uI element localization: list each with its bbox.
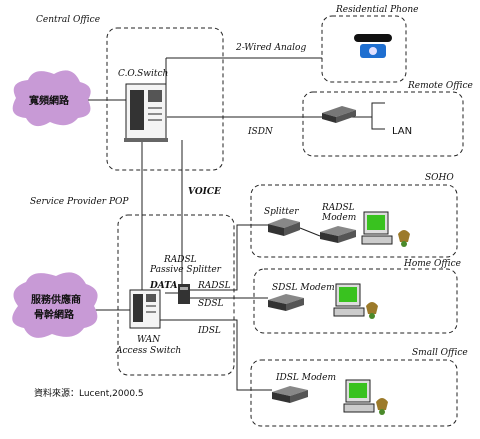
home-office-computer-icon xyxy=(333,283,365,317)
broadband-network-cloud: 寬頻網路 xyxy=(12,70,91,127)
central-office-box xyxy=(106,27,224,171)
service-provider-pop-label: Service Provider POP xyxy=(30,197,129,207)
wan-label-line1: WAN xyxy=(137,335,161,345)
idsl-modem-icon xyxy=(272,386,308,403)
passive-splitter-icon xyxy=(178,284,190,304)
soho-computer-icon xyxy=(361,211,393,245)
radsl-passive-label-line1: RADSL xyxy=(163,255,197,265)
small-office-computer-icon xyxy=(343,379,375,413)
home-office-phone-icon xyxy=(366,302,378,319)
voice-label: VOICE xyxy=(188,187,221,197)
small-office-box xyxy=(250,359,458,427)
residential-phone-box xyxy=(321,15,407,83)
idsl-line xyxy=(160,319,272,391)
radsl-line-label: RADSL xyxy=(197,281,231,291)
telephone-icon xyxy=(354,34,392,58)
sdsl-modem-label: SDSL Modem xyxy=(272,283,335,293)
data-label: DATA xyxy=(149,281,178,291)
idsl-modem-label: IDSL Modem xyxy=(275,373,336,383)
home-office-box xyxy=(253,268,458,334)
soho-label: SOHO xyxy=(425,173,454,183)
lan-label: LAN xyxy=(392,126,412,137)
backbone-label-line2: 骨幹網路 xyxy=(34,308,75,321)
radsl-passive-label-line2: Passive Splitter xyxy=(149,265,222,275)
home-office-label: Home Office xyxy=(403,259,461,269)
service-provider-backbone-cloud: 服務供應商 骨幹網路 xyxy=(12,272,98,338)
idsl-line-label: IDSL xyxy=(197,326,221,336)
radsl-line xyxy=(190,224,268,291)
isdn-label: ISDN xyxy=(247,127,274,137)
small-office-label: Small Office xyxy=(412,348,468,358)
radsl-modem-label-line2: Modem xyxy=(321,213,356,223)
backbone-label-line1: 服務供應商 xyxy=(31,293,81,306)
radsl-modem-label-line1: RADSL xyxy=(321,203,355,213)
source-caption: 資料來源：Lucent,2000.5 xyxy=(34,387,144,399)
small-office-phone-icon xyxy=(376,398,388,415)
wan-access-switch-icon xyxy=(129,289,161,329)
remote-office-label: Remote Office xyxy=(407,81,473,91)
isdn-router-icon xyxy=(322,106,356,123)
central-office-label: Central Office xyxy=(36,15,100,25)
soho-box xyxy=(250,184,458,258)
soho-phone-icon xyxy=(398,230,410,247)
co-switch-label: C.O.Switch xyxy=(118,69,168,79)
wan-label-line2: Access Switch xyxy=(115,346,181,356)
radsl-modem-icon xyxy=(320,226,356,243)
sdsl-line-label: SDSL xyxy=(198,299,224,309)
service-provider-pop-box xyxy=(117,214,235,376)
broadband-network-label: 寬頻網路 xyxy=(28,94,70,107)
sdsl-modem-icon xyxy=(268,294,304,311)
co-switch-icon xyxy=(124,83,168,142)
residential-phone-label: Residential Phone xyxy=(335,5,418,15)
remote-office-box xyxy=(302,91,464,157)
two-wired-analog-label: 2-Wired Analog xyxy=(235,43,306,53)
splitter-label: Splitter xyxy=(264,207,299,217)
splitter-icon xyxy=(268,218,300,236)
